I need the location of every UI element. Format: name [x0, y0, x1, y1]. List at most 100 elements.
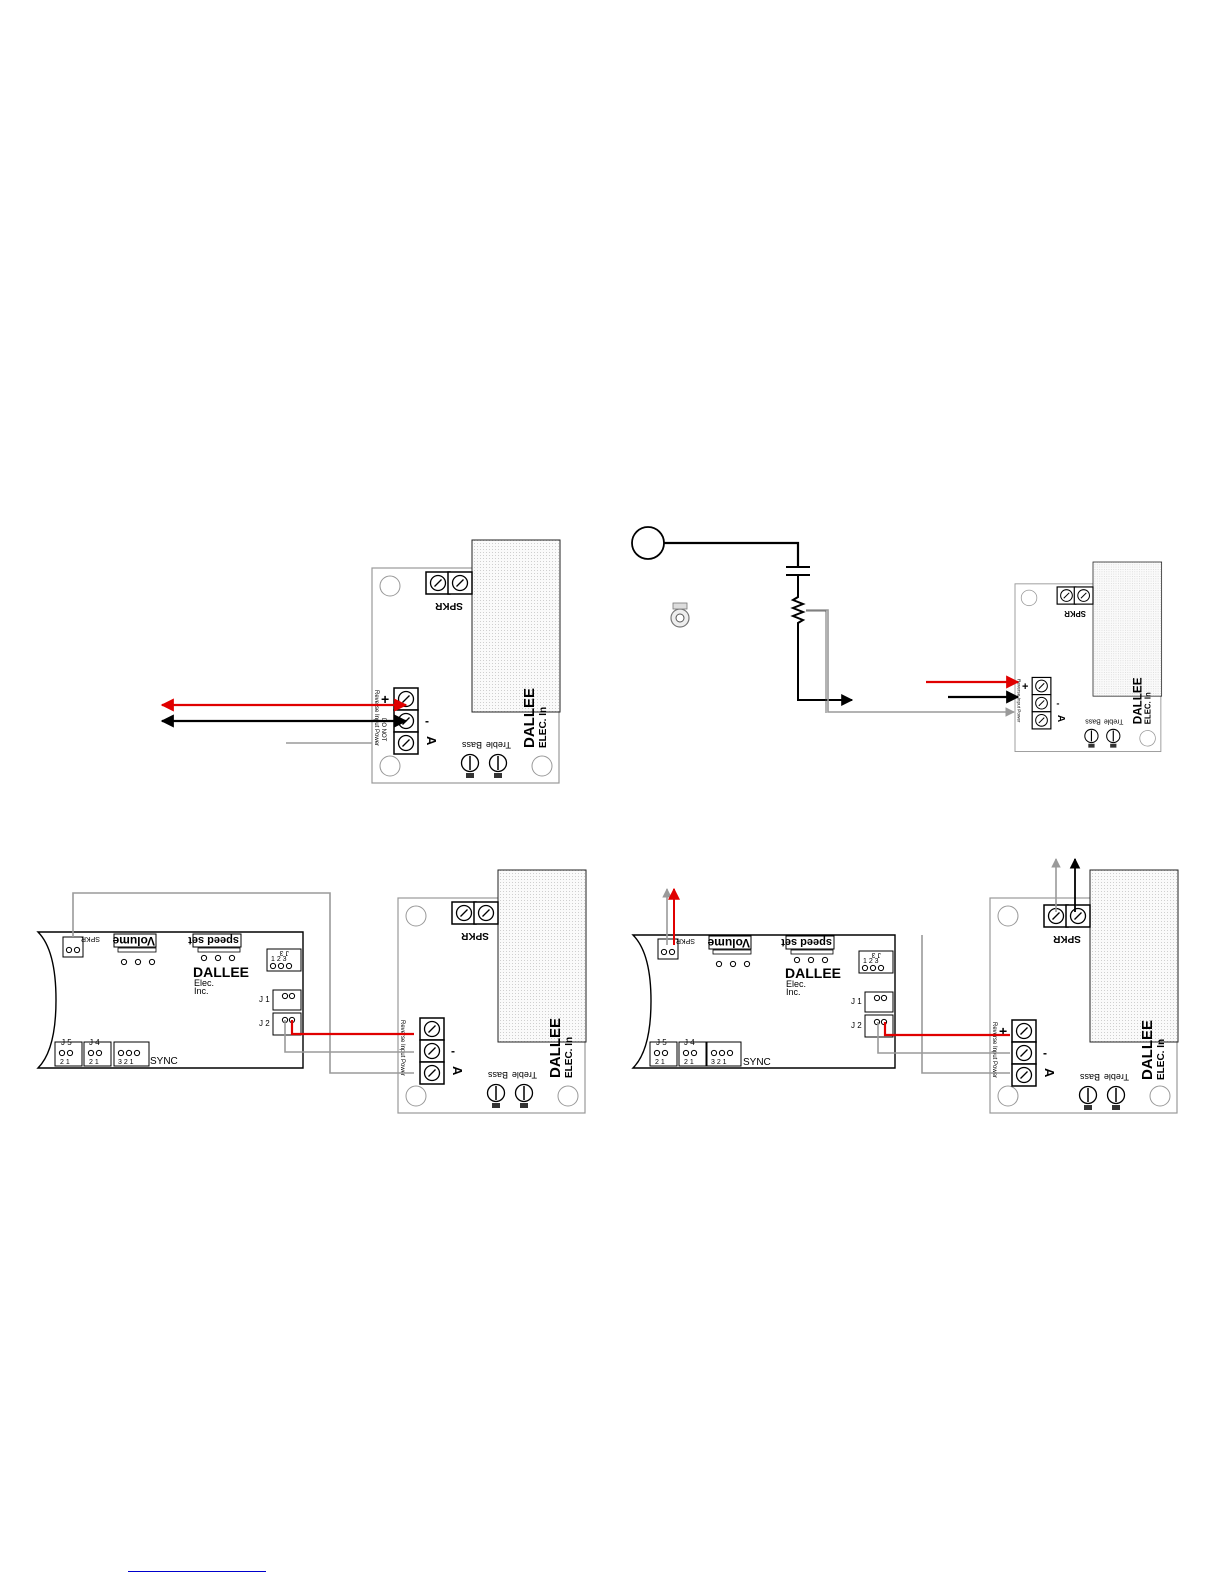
input-terminal-a[interactable] [393, 731, 419, 755]
j4-label: J 4 [89, 1038, 100, 1047]
minus-label: - [451, 1044, 455, 1058]
input-terminal-a[interactable] [1031, 711, 1052, 730]
gray-loop-wire [921, 935, 1010, 1074]
spkr-terminal[interactable] [473, 901, 499, 925]
j3-pins: 1 2 3 [271, 956, 287, 963]
a-label: A [424, 736, 439, 746]
j4-pins: 2 1 [684, 1059, 694, 1066]
brand-sub1: Elec. [194, 978, 214, 988]
brand-label: DALLEE [1131, 677, 1144, 724]
gray-j2-wire [284, 1020, 414, 1053]
mount-hole [379, 755, 401, 777]
treble-label: Treble [486, 740, 511, 750]
signal-source [631, 526, 665, 560]
amp-board: SPKR + - A Reverse Input Power DO NOT Ba… [371, 539, 561, 784]
j2-label: J 2 [259, 1019, 270, 1028]
diagram-bottom-right: SPKR Volume speed set DALLEE Elec. Inc. … [631, 857, 1179, 1114]
red-j2-wire [290, 1020, 414, 1036]
input-terminal-minus[interactable] [419, 1039, 445, 1063]
j5-pins: 2 1 [655, 1059, 665, 1066]
spkr-terminal[interactable] [1065, 904, 1091, 928]
controller-board: SPKR Volume speed set DALLEE Elec. Inc. … [631, 934, 896, 1069]
input-terminal-a[interactable] [419, 1061, 445, 1085]
spkr-label: SPKR [676, 937, 695, 944]
sync-pins: 3 2 1 [118, 1059, 134, 1066]
donot-text: DO NOT [380, 718, 386, 742]
j2-label: J 2 [851, 1021, 862, 1030]
treble-label: Treble [1104, 1072, 1129, 1082]
red-j2-wire [883, 1022, 1010, 1037]
signal-wire [664, 541, 800, 566]
spkr-label: SPKR [460, 930, 489, 941]
controller-outline [36, 931, 304, 1069]
brand-sub: ELEC. In [564, 1037, 575, 1078]
input-terminal-plus[interactable] [1011, 1019, 1037, 1043]
input-text: Reverse Input Power [399, 1020, 405, 1076]
brand-sub2: Inc. [194, 986, 209, 996]
bass-label: Bass [1085, 718, 1101, 725]
j3-pins: 1 2 3 [863, 958, 879, 965]
spkr-terminal[interactable] [447, 571, 473, 595]
j1-label: J 1 [851, 997, 862, 1006]
brand-label: DALLEE [547, 1018, 564, 1078]
input-terminal-minus[interactable] [1031, 694, 1052, 713]
input-terminal-plus[interactable] [1031, 676, 1052, 696]
sync-label: SYNC [743, 1057, 771, 1068]
resistor-tap-wire [806, 609, 1015, 717]
speed-label: speed set [188, 934, 239, 946]
treble-label: Treble [512, 1070, 537, 1080]
bass-label: Bass [487, 1070, 508, 1080]
sync-pins: 3 2 1 [711, 1059, 727, 1066]
a-label: A [450, 1066, 465, 1076]
a-label: A [1042, 1068, 1057, 1078]
spkr-terminal[interactable] [1056, 586, 1077, 605]
controller-board: SPKR Volume speed set DALLEE Elec. Inc. … [36, 931, 304, 1069]
brand-label: DALLEE [521, 688, 538, 748]
minus-label: - [425, 714, 429, 728]
potentiometer-icon [670, 602, 690, 628]
bass-label: Bass [461, 740, 482, 750]
input-terminal-a[interactable] [1011, 1063, 1037, 1087]
bass-label: Bass [1079, 1072, 1100, 1082]
j5-label: J 5 [656, 1038, 667, 1047]
minus-label: - [1056, 698, 1059, 708]
input-terminal-minus[interactable] [1011, 1041, 1037, 1065]
j5-label: J 5 [61, 1038, 72, 1047]
brand-sub: ELEC. In [538, 707, 549, 748]
volume-label: Volume [707, 936, 750, 950]
j5-pins: 2 1 [60, 1059, 70, 1066]
plus-label: + [999, 1023, 1007, 1039]
j2-header[interactable] [272, 1012, 302, 1036]
sync-label: SYNC [150, 1056, 178, 1067]
j1-header[interactable] [272, 989, 302, 1011]
brand-sub1: Elec. [786, 979, 806, 989]
j3-label: J 3 [872, 951, 881, 958]
spkr-connector[interactable] [62, 936, 84, 958]
spkr-terminal[interactable] [425, 571, 451, 595]
brand-sub2: Inc. [786, 987, 801, 997]
gray-speaker-wire [72, 892, 414, 1074]
treble-label: Treble [1104, 718, 1124, 725]
spkr-label: SPKR [434, 600, 463, 611]
spkr-terminal[interactable] [451, 901, 477, 925]
brand-label: DALLEE [785, 965, 841, 981]
heatsink [471, 539, 561, 713]
spkr-terminal[interactable] [1073, 586, 1094, 605]
resistor-tap-wire-dark [806, 610, 827, 713]
diagram-top-right: SPKR + - A Reverse Input Power Bass Treb… [631, 526, 1163, 753]
speed-label: speed set [781, 936, 832, 948]
input-text: Reverse Input Power [991, 1022, 997, 1078]
j1-label: J 1 [259, 995, 270, 1004]
brand-sub: ELEC. In [1156, 1039, 1167, 1080]
input-text: Reverse Input Power [373, 690, 379, 746]
resistor [790, 575, 854, 706]
spkr-label: SPKR [1052, 933, 1081, 944]
input-terminal-plus[interactable] [419, 1017, 445, 1041]
minus-label: - [1043, 1046, 1047, 1060]
input-terminal-plus[interactable] [393, 687, 419, 711]
amp-board-small: SPKR + - A Reverse Input Power Bass Treb… [1014, 561, 1163, 753]
footer-link[interactable] [128, 1568, 266, 1572]
mount-hole [531, 755, 553, 777]
plus-label: + [1022, 681, 1028, 693]
